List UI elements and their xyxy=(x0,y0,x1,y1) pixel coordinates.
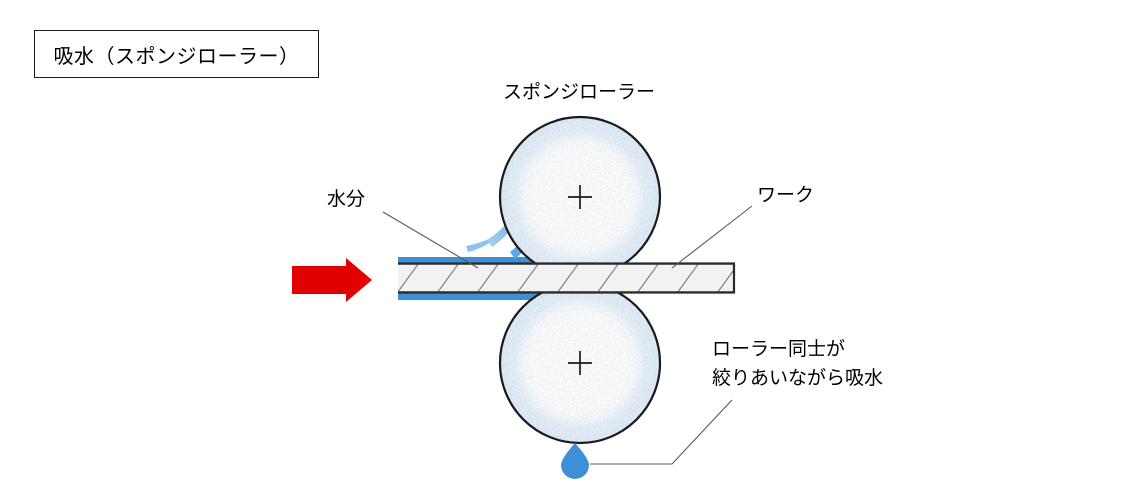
work-strip xyxy=(398,262,736,294)
lower-sponge-roller xyxy=(498,281,662,445)
leader-lines xyxy=(382,205,753,465)
note-squeeze-line-2: 絞りあいながら吸水 xyxy=(712,367,884,389)
feed-direction-arrow xyxy=(292,258,372,302)
note-squeeze-line-1: ローラー同士が xyxy=(712,338,846,360)
upper-roller-center-mark xyxy=(568,185,592,209)
work-strip-fill xyxy=(398,263,735,293)
note-squeeze: ローラー同士が 絞りあいながら吸水 xyxy=(712,335,883,393)
label-work: ワーク xyxy=(757,184,815,206)
diagram-title-box: 吸水（スポンジローラー） xyxy=(34,30,319,78)
upper-sponge-roller xyxy=(498,115,662,279)
leader-line-moisture xyxy=(382,211,479,269)
leader-line-squeeze-note xyxy=(590,399,733,465)
label-sponge-roller: スポンジローラー xyxy=(503,81,656,103)
leader-line-work xyxy=(671,205,753,269)
water-droplet xyxy=(561,443,589,479)
splash-streak-2 xyxy=(487,205,520,247)
lower-roller-center-mark xyxy=(568,351,592,375)
label-moisture: 水分 xyxy=(327,188,366,210)
page-title: 吸水（スポンジローラー） xyxy=(53,43,300,68)
